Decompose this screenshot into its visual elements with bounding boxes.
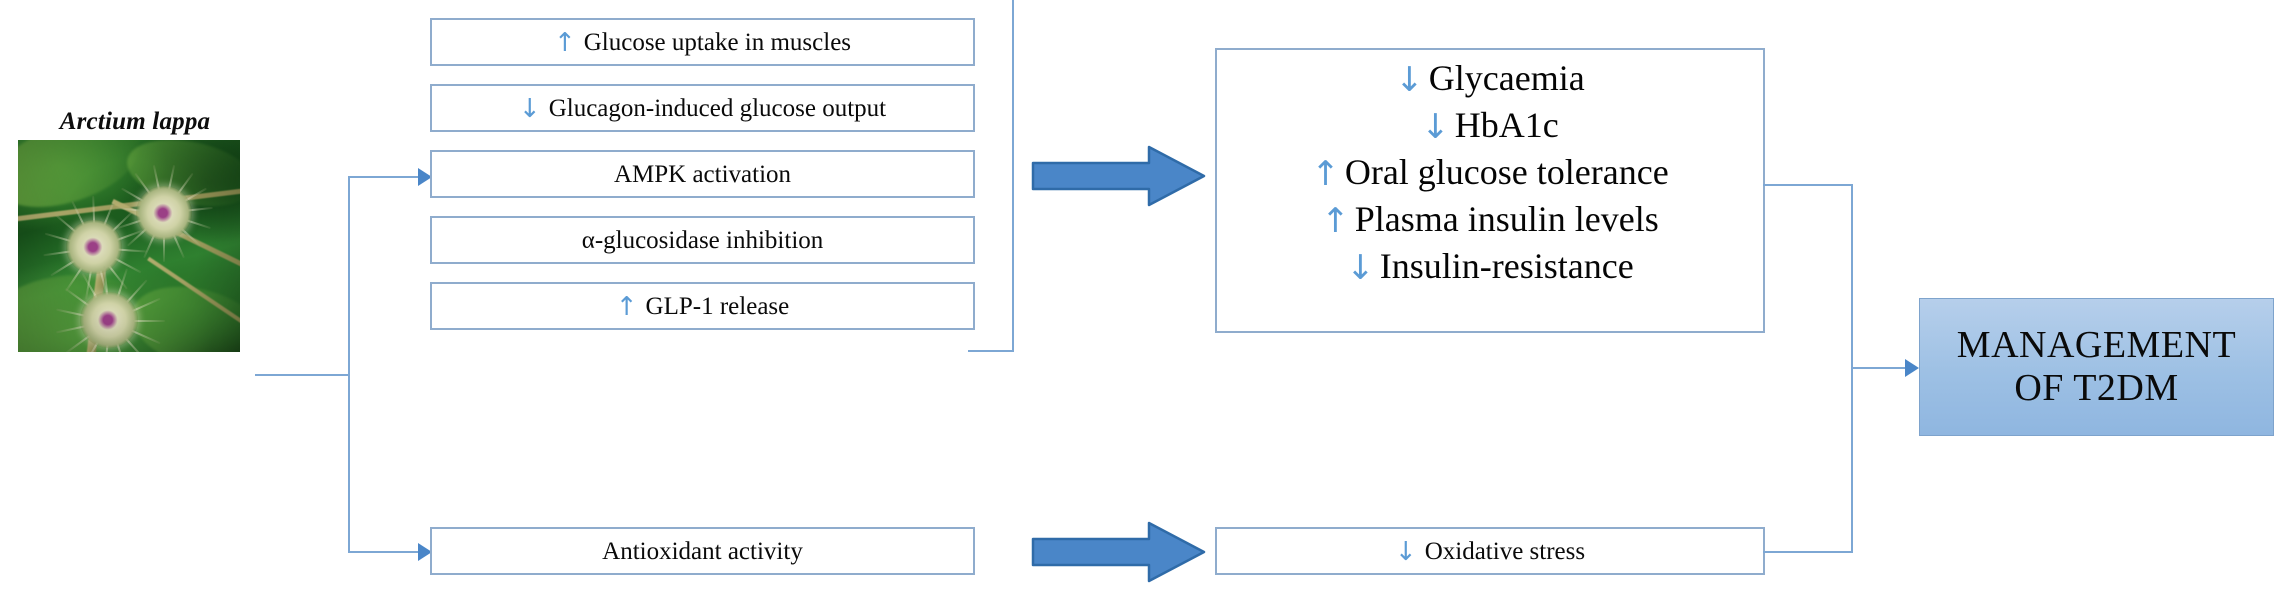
down-arrow-icon: ↓ bbox=[1346, 247, 1375, 288]
mechanism-box-alpha-glucosidase[interactable]: α-glucosidase inhibition bbox=[430, 216, 975, 264]
connector-outcomes-right bbox=[1763, 184, 1853, 186]
management-line-2: OF T2DM bbox=[2014, 367, 2179, 409]
mechanism-text: Antioxidant activity bbox=[602, 537, 803, 565]
outcome-row-insulin-resistance: ↓ Insulin-resistance bbox=[1217, 245, 1763, 288]
mechanism-text: ↑Glucose uptake in muscles bbox=[553, 28, 852, 58]
outcomes-panel[interactable]: ↓ Glycaemia ↓ HbA1c ↑ Oral glucose toler… bbox=[1215, 48, 1765, 333]
down-arrow-icon: ↓ bbox=[1395, 59, 1424, 100]
mechanism-box-glucagon-output[interactable]: ↓Glucagon-induced glucose output bbox=[430, 84, 975, 132]
up-arrow-icon: ↑ bbox=[615, 292, 638, 322]
outcome-label: HbA1c bbox=[1454, 104, 1559, 145]
outcome-box-oxidative-stress[interactable]: ↓Oxidative stress bbox=[1215, 527, 1765, 575]
management-outcome-box[interactable]: MANAGEMENT OF T2DM bbox=[1919, 298, 2274, 436]
mechanism-text: ↑GLP-1 release bbox=[615, 292, 790, 322]
outcome-row-oral-glucose-tolerance: ↑ Oral glucose tolerance bbox=[1217, 151, 1763, 194]
up-arrow-icon: ↑ bbox=[553, 28, 576, 58]
mechanism-text: ↓Glucagon-induced glucose output bbox=[518, 94, 887, 124]
outcome-row-plasma-insulin: ↑ Plasma insulin levels bbox=[1217, 198, 1763, 241]
up-arrow-icon: ↑ bbox=[1321, 200, 1350, 241]
connector-to-antioxidant bbox=[348, 551, 420, 553]
management-line-1: MANAGEMENT bbox=[1956, 324, 2237, 367]
block-arrow-antioxidant-to-oxidative bbox=[1031, 521, 1206, 583]
outcome-row-glycaemia: ↓ Glycaemia bbox=[1217, 57, 1763, 100]
down-arrow-icon: ↓ bbox=[518, 94, 541, 124]
outcome-row-hba1c: ↓ HbA1c bbox=[1217, 104, 1763, 147]
outcome-label: Glycaemia bbox=[1428, 57, 1585, 98]
outcome-label: Plasma insulin levels bbox=[1354, 198, 1659, 239]
outcome-label: Oral glucose tolerance bbox=[1344, 151, 1669, 192]
arrowhead-to-antioxidant bbox=[418, 543, 432, 561]
connector-oxidative-right bbox=[1763, 551, 1853, 553]
connector-vertical-spine bbox=[348, 176, 350, 552]
outcome-label: ↓Oxidative stress bbox=[1394, 537, 1586, 567]
connector-to-management bbox=[1851, 367, 1909, 369]
down-arrow-icon: ↓ bbox=[1421, 106, 1450, 147]
arctium-lappa-photo bbox=[18, 140, 240, 352]
plant-species-label: Arctium lappa bbox=[59, 108, 211, 135]
bracket-mechanisms-bottom bbox=[968, 350, 1014, 352]
connector-to-mechanisms bbox=[348, 176, 420, 178]
mechanism-box-antioxidant-activity[interactable]: Antioxidant activity bbox=[430, 527, 975, 575]
arrowhead-to-management bbox=[1905, 359, 1919, 377]
mechanism-text: AMPK activation bbox=[613, 160, 792, 188]
mechanism-box-ampk-activation[interactable]: AMPK activation bbox=[430, 150, 975, 198]
bracket-mechanisms-vertical bbox=[1012, 0, 1014, 352]
arrowhead-to-mechanisms bbox=[418, 168, 432, 186]
block-arrow-mechanisms-to-outcomes bbox=[1031, 145, 1206, 207]
down-arrow-icon: ↓ bbox=[1394, 537, 1417, 567]
outcome-label: Insulin-resistance bbox=[1379, 245, 1634, 286]
connector-plant-trunk bbox=[255, 374, 350, 376]
mechanism-box-glp1-release[interactable]: ↑GLP-1 release bbox=[430, 282, 975, 330]
mechanism-text: α-glucosidase inhibition bbox=[581, 226, 824, 254]
up-arrow-icon: ↑ bbox=[1311, 153, 1340, 194]
mechanism-box-glucose-uptake[interactable]: ↑Glucose uptake in muscles bbox=[430, 18, 975, 66]
